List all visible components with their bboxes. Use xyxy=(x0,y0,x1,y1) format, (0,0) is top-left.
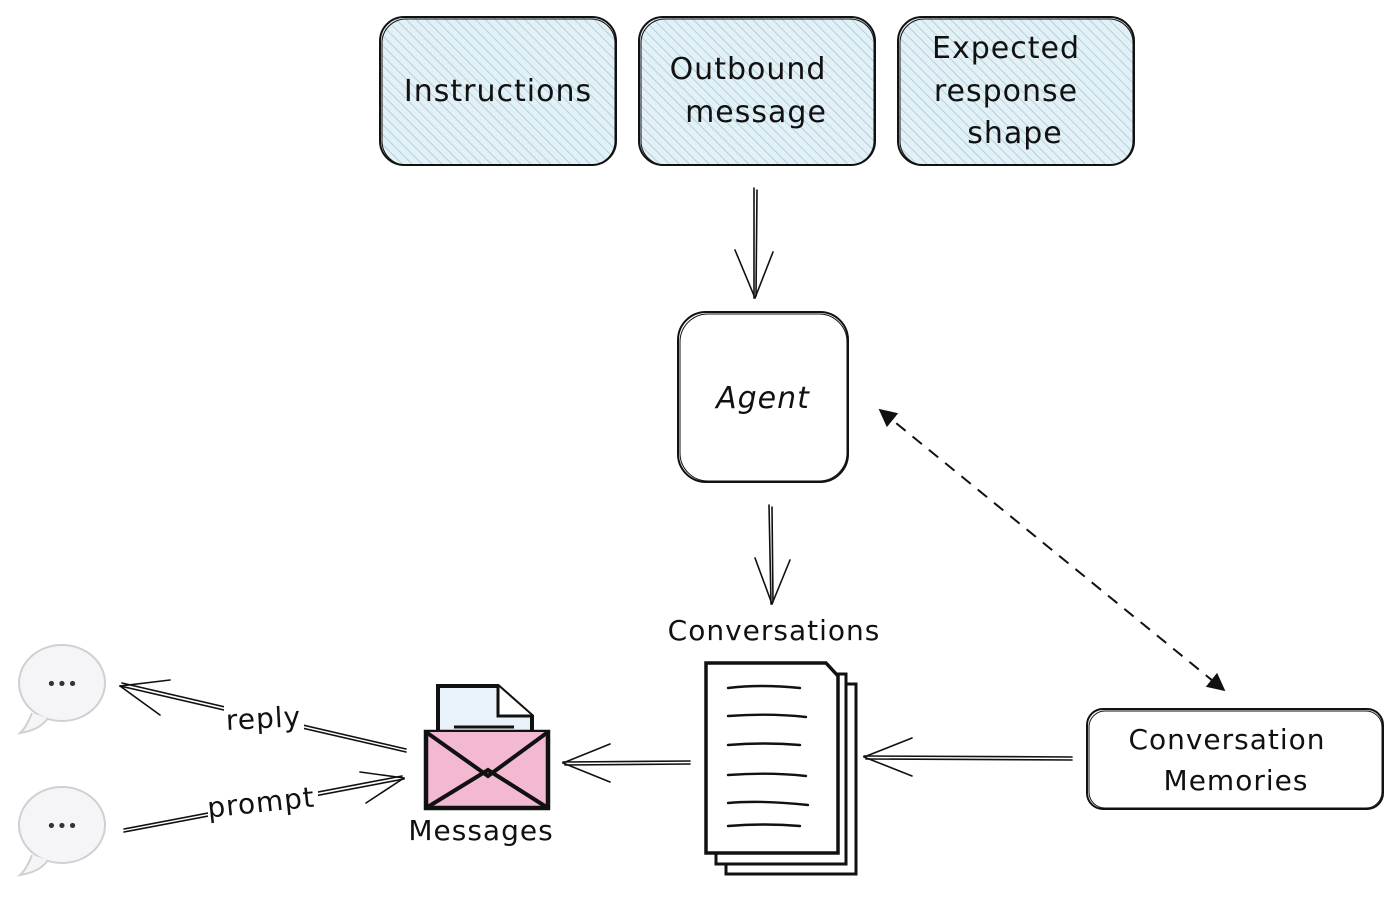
expected-response-label-line3: shape xyxy=(967,116,1063,151)
memories-label-line2: Memories xyxy=(1164,764,1309,797)
reply-label-bg xyxy=(224,702,304,736)
reply-label: reply xyxy=(225,700,302,737)
expected-response-label-line2: response xyxy=(934,74,1078,109)
prompt-label-bg xyxy=(208,786,318,820)
expected-response-label-line1: Expected xyxy=(932,31,1080,66)
outbound-message-label-line2: message xyxy=(685,95,827,130)
arrow-memories-to-conversations xyxy=(863,737,1073,777)
agent-label: Agent xyxy=(714,381,810,416)
arrow-conversations-to-messages xyxy=(562,743,691,783)
chat-bubble-icon-top: ••• xyxy=(16,644,106,735)
chat-bubble-icon-bottom: ••• xyxy=(16,786,106,877)
outbound-message-box: Outbound message xyxy=(638,16,876,166)
memories-label-line1: Conversation xyxy=(1128,723,1325,756)
conversation-memories-box: Conversation Memories xyxy=(1086,708,1384,810)
envelope-icon xyxy=(423,684,551,811)
agent-box: Agent xyxy=(677,311,849,483)
arrow-agent-memories-dashed xyxy=(878,408,1226,692)
instructions-label: Instructions xyxy=(404,74,592,109)
expected-response-shape-box: Expected response shape xyxy=(897,16,1135,166)
chat-bubble-dots-bottom: ••• xyxy=(46,816,78,837)
arrow-agent-to-conversations xyxy=(754,504,791,605)
messages-label: Messages xyxy=(408,814,553,847)
conversations-label: Conversations xyxy=(668,614,881,647)
chat-bubble-dots-top: ••• xyxy=(46,674,78,695)
outbound-message-label-line1: Outbound xyxy=(670,52,827,87)
document-stack-icon xyxy=(704,661,858,876)
instructions-box: Instructions xyxy=(379,16,617,166)
arrow-inputs-to-agent xyxy=(734,187,774,299)
